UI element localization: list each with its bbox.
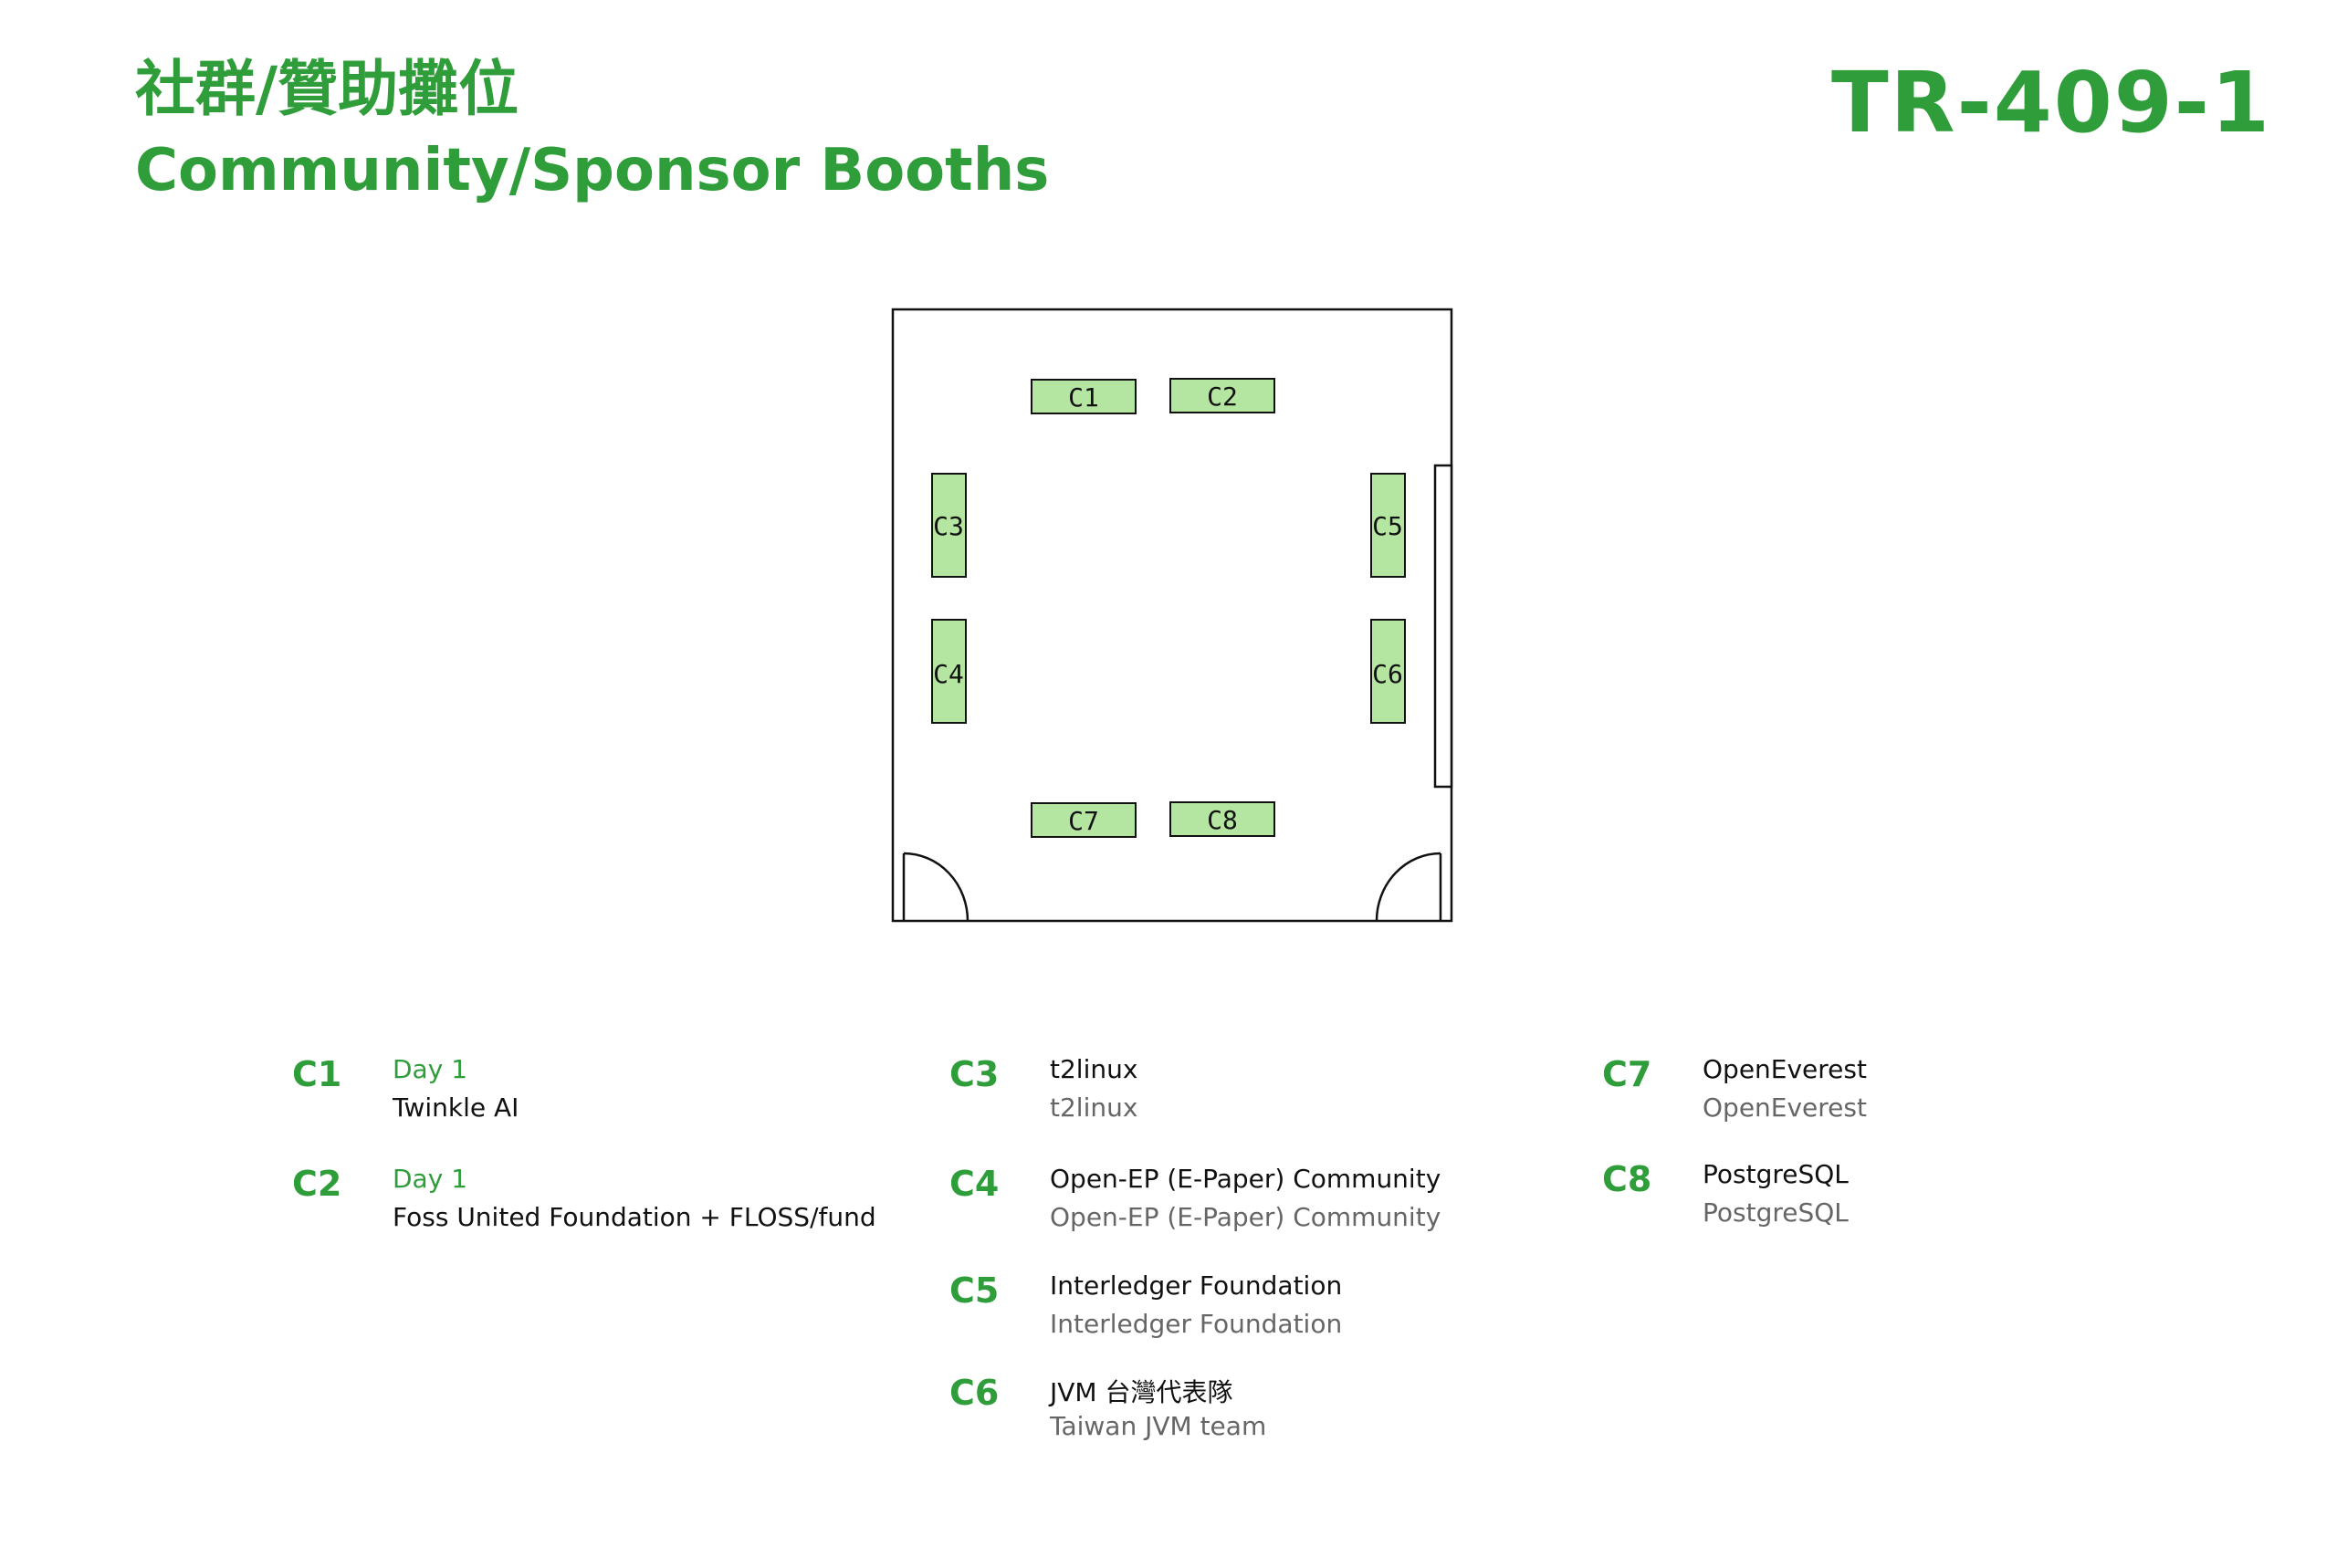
- booth-c3[interactable]: C3: [931, 473, 967, 578]
- booth-c6[interactable]: C6: [1370, 619, 1406, 724]
- legend-entry-c8: C8 PostgreSQL PostgreSQL: [1602, 1159, 2241, 1232]
- legend-entry-c7: C7 OpenEverest OpenEverest: [1602, 1054, 2241, 1127]
- entry-id: C2: [292, 1164, 342, 1204]
- entry-day: Day 1: [393, 1054, 468, 1084]
- booth-label: C4: [933, 659, 964, 689]
- entry-name: Foss United Foundation + FLOSS/fund: [393, 1202, 876, 1232]
- entry-id: C6: [949, 1373, 1000, 1413]
- entry-name: JVM 台灣代表隊: [1050, 1377, 1233, 1407]
- entry-subname: OpenEverest: [1703, 1092, 1867, 1123]
- booth-label: C5: [1372, 511, 1403, 541]
- booth-label: C6: [1372, 659, 1403, 689]
- entry-id: C5: [949, 1270, 1000, 1311]
- entry-name: Open-EP (E-Paper) Community: [1050, 1164, 1441, 1194]
- entry-subname: t2linux: [1050, 1092, 1138, 1123]
- entry-id: C4: [949, 1164, 1000, 1204]
- entry-name: Interledger Foundation: [1050, 1270, 1343, 1301]
- legend-entry-c5: C5 Interledger Foundation Interledger Fo…: [949, 1270, 1588, 1343]
- entry-id: C3: [949, 1054, 1000, 1094]
- door-left[interactable]: [902, 852, 969, 922]
- entry-id: C8: [1602, 1159, 1652, 1199]
- entry-subname: Open-EP (E-Paper) Community: [1050, 1202, 1441, 1232]
- legend-entry-c3: C3 t2linux t2linux: [949, 1054, 1588, 1127]
- booth-label: C7: [1068, 806, 1099, 836]
- booth-c7[interactable]: C7: [1031, 802, 1137, 838]
- booth-c2[interactable]: C2: [1169, 378, 1275, 413]
- door-right[interactable]: [1375, 852, 1442, 922]
- page-title-en: Community/Sponsor Booths: [135, 137, 1050, 204]
- page-title-zh: 社群/贊助攤位: [135, 54, 519, 124]
- entry-name: Twinkle AI: [393, 1092, 519, 1123]
- entry-name: t2linux: [1050, 1054, 1138, 1084]
- entry-subname: Taiwan JVM team: [1050, 1411, 1267, 1441]
- booth-label: C3: [933, 511, 964, 541]
- booth-c4[interactable]: C4: [931, 619, 967, 724]
- entry-subname: PostgreSQL: [1703, 1197, 1849, 1228]
- booth-label: C8: [1207, 805, 1238, 835]
- entry-subname: Interledger Foundation: [1050, 1309, 1343, 1339]
- entry-id: C7: [1602, 1054, 1652, 1094]
- entry-name: OpenEverest: [1703, 1054, 1867, 1084]
- entry-name: PostgreSQL: [1703, 1159, 1849, 1189]
- entry-id: C1: [292, 1054, 342, 1094]
- booth-c5[interactable]: C5: [1370, 473, 1406, 578]
- booth-c8[interactable]: C8: [1169, 801, 1275, 837]
- entry-day: Day 1: [393, 1164, 468, 1194]
- booth-label: C2: [1207, 382, 1238, 412]
- legend-entry-c2: C2 Day 1 Foss United Foundation + FLOSS/…: [292, 1164, 931, 1237]
- room-code: TR-409-1: [1830, 54, 2271, 152]
- booth-label: C1: [1068, 382, 1099, 413]
- booth-c1[interactable]: C1: [1031, 379, 1137, 414]
- legend-entry-c6: C6 JVM 台灣代表隊 Taiwan JVM team: [949, 1373, 1588, 1446]
- wall-panel: [1433, 464, 1453, 789]
- legend-entry-c1: C1 Day 1 Twinkle AI: [292, 1054, 931, 1127]
- legend-entry-c4: C4 Open-EP (E-Paper) Community Open-EP (…: [949, 1164, 1588, 1237]
